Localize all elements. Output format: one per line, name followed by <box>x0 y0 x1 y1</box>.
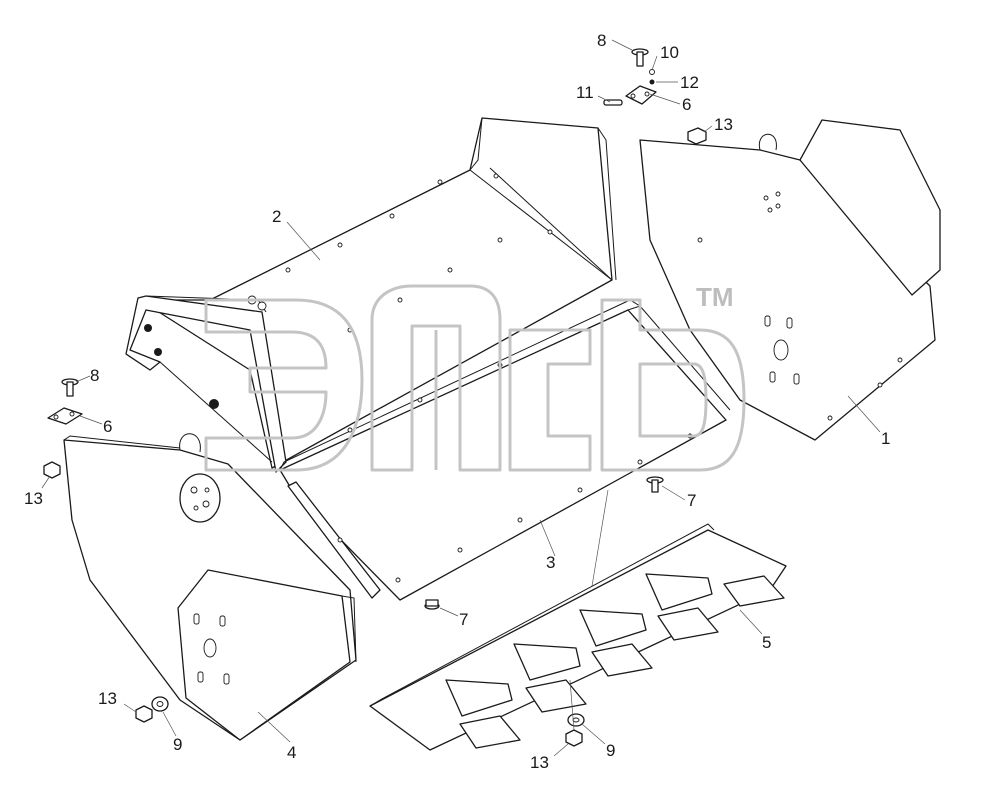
callout-10: 10 <box>660 43 679 62</box>
callout-labels: 2 1 3 4 5 6 6 7 7 8 8 9 9 10 11 12 13 13… <box>24 31 890 772</box>
callout-7-lower: 7 <box>459 610 468 629</box>
callout-part-1: 1 <box>881 429 890 448</box>
callout-6-top: 6 <box>682 95 691 114</box>
callout-7-right: 7 <box>687 491 696 510</box>
bolt-8-top <box>631 48 649 67</box>
pin-11 <box>603 99 623 106</box>
nut-13-top <box>687 127 707 145</box>
part-1-right-panel <box>639 119 941 441</box>
callout-13-lower-left: 13 <box>98 689 117 708</box>
callout-part-3: 3 <box>546 553 555 572</box>
callout-part-5: 5 <box>762 633 771 652</box>
bolt-7-right <box>646 476 664 493</box>
part-4-left-panel <box>63 433 357 741</box>
callout-13-top: 13 <box>714 115 733 134</box>
callout-11: 11 <box>576 83 594 102</box>
callout-13-left: 13 <box>24 489 43 508</box>
callout-6-left: 6 <box>103 417 112 436</box>
plate-6-top <box>625 85 657 105</box>
part-5-bottom-strip <box>369 523 787 751</box>
callout-13-lower-middle: 13 <box>530 753 549 772</box>
callout-8-left: 8 <box>90 366 99 385</box>
nut-13-lower-left <box>135 705 153 723</box>
callout-8-top: 8 <box>597 31 606 50</box>
watermark-trademark: TM <box>696 282 734 312</box>
watermark-logo: TM <box>204 282 746 472</box>
leader-lines <box>41 39 881 757</box>
callout-9-left: 9 <box>173 735 182 754</box>
washer-9-middle <box>567 713 585 727</box>
bolt-7-lower <box>424 599 440 610</box>
callout-9-middle: 9 <box>606 741 615 760</box>
bolt-8-left <box>61 378 79 397</box>
hardware <box>43 48 707 747</box>
nut-13-lower-middle <box>565 729 583 747</box>
callout-1-part-2: 2 <box>272 207 281 226</box>
callout-part-4: 4 <box>287 743 296 762</box>
nut-13-left <box>43 461 61 479</box>
plate-6-left <box>47 407 83 425</box>
part-2-top-panel <box>139 117 617 469</box>
callout-12: 12 <box>680 73 699 92</box>
washer-9-left <box>151 696 169 712</box>
